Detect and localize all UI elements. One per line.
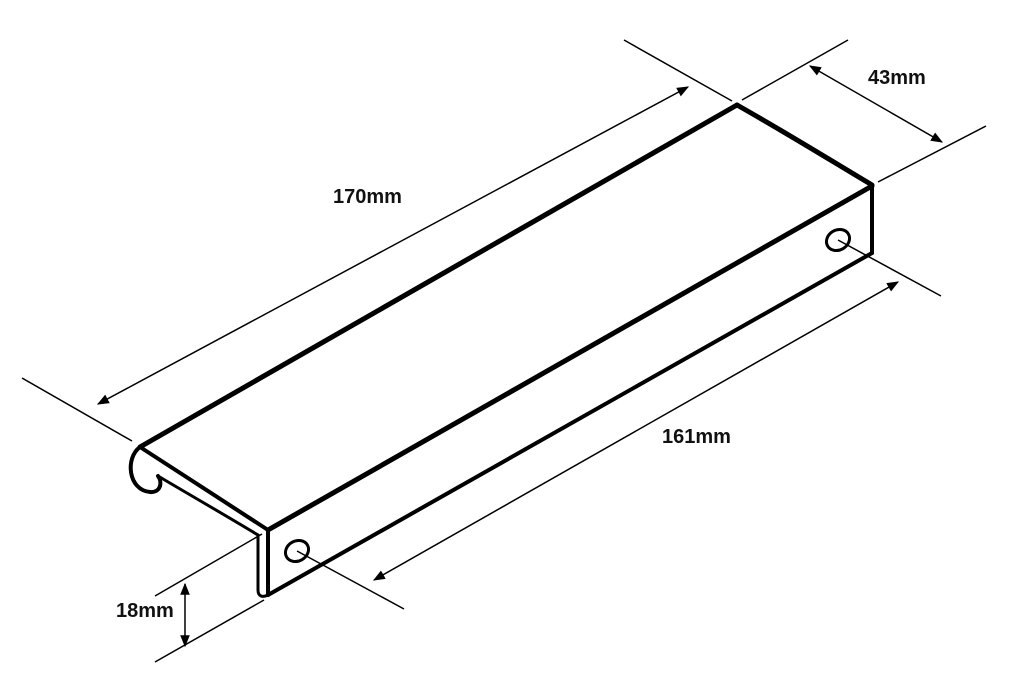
dimension-170mm xyxy=(21,39,733,442)
extension-line-18-bottom xyxy=(154,599,265,663)
extension-line-170-left xyxy=(21,377,133,442)
top-plate-right-edge xyxy=(734,102,875,188)
dimension-161mm xyxy=(296,239,942,610)
top-plate-back-edge xyxy=(137,102,740,450)
extension-line-43-top xyxy=(741,39,849,101)
extension-line-170-right xyxy=(623,39,733,102)
dimension-label-170mm: 170mm xyxy=(333,186,402,208)
lip-underside xyxy=(156,474,260,537)
dimension-line-161 xyxy=(372,281,900,581)
dimension-line-170 xyxy=(96,86,690,405)
dimension-label-18mm: 18mm xyxy=(116,600,174,622)
flange-bottom-edge xyxy=(266,251,874,597)
extension-line-161-right xyxy=(837,239,942,297)
edge-pull-handle-part xyxy=(128,102,875,598)
extension-line-161-left xyxy=(296,550,405,610)
extension-line-43-bottom xyxy=(877,125,987,183)
top-plate-front-edge-inner xyxy=(284,191,863,521)
screw-hole-left xyxy=(283,538,311,564)
dimension-43mm xyxy=(741,39,987,183)
left-curled-lip xyxy=(128,445,163,495)
dimension-label-43mm: 43mm xyxy=(868,67,926,89)
dimension-label-161mm: 161mm xyxy=(662,426,731,448)
top-plate-left-edge xyxy=(138,445,270,532)
dimension-18mm xyxy=(154,533,265,663)
extension-line-18-top xyxy=(154,533,263,597)
screw-hole-right xyxy=(824,227,852,253)
dimension-line-43 xyxy=(808,65,944,143)
